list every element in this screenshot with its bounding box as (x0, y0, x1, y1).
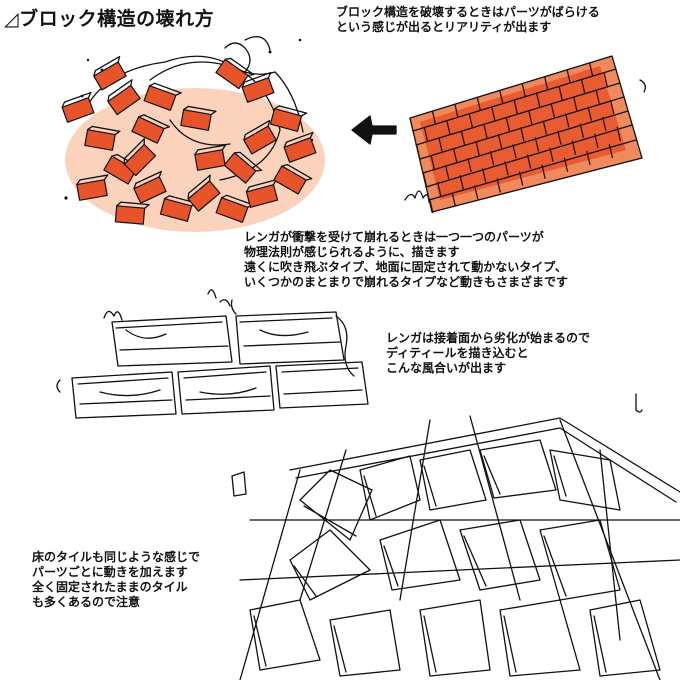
note-middle: レンガが衝撃を受けて崩れるときは一つ一つのパーツが 物理法則が感じられるように、… (244, 230, 568, 290)
broken-floor-tiles (239, 415, 680, 680)
note-line: ディティールを描き込むと (386, 346, 529, 360)
note-floor: 床のタイルも同じような感じで パーツごとに動きを加えます 全く固定されたままのタ… (32, 550, 200, 610)
left-arrow-icon (351, 115, 397, 145)
note-line: という感じが出るとリアリティが出ます (336, 20, 552, 34)
note-line: こんな風合いが出ます (386, 361, 507, 375)
page-title: ◿ブロック構造の壊れ方 (4, 8, 215, 30)
broken-brick-pile (61, 36, 325, 232)
note-top: ブロック構造を破壊するときはパーツがばらける という感じが出るとリアリティが出ま… (336, 5, 600, 35)
note-line: 物理法則が感じられるように、描きます (244, 245, 460, 259)
small-marks (231, 393, 643, 497)
note-line: 遠くに吹き飛ぶタイプ、地面に固定されて動かないタイプ、 (244, 260, 567, 274)
note-mortar: レンガは接着面から劣化が始まるので ディティールを描き込むと こんな風合いが出ま… (386, 331, 590, 376)
note-line: パーツごとに動きを加えます (32, 565, 188, 579)
note-line: も多くあるので注意 (32, 595, 141, 609)
note-line: 床のタイルも同じような感じで (32, 550, 201, 564)
intact-brick-wall (404, 55, 646, 214)
note-line: ブロック構造を破壊するときはパーツがばらける (336, 5, 600, 19)
note-line: レンガが衝撃を受けて崩れるときは一つ一つのパーツが (244, 230, 544, 244)
weathered-brick-courses (56, 289, 369, 419)
note-line: レンガは接着面から劣化が始まるので (386, 331, 591, 345)
note-line: 全く固定されたままのタイル (32, 580, 188, 594)
note-line: いくつかのまとまりで崩れるタイプなど動きもさまざまです (244, 275, 569, 289)
